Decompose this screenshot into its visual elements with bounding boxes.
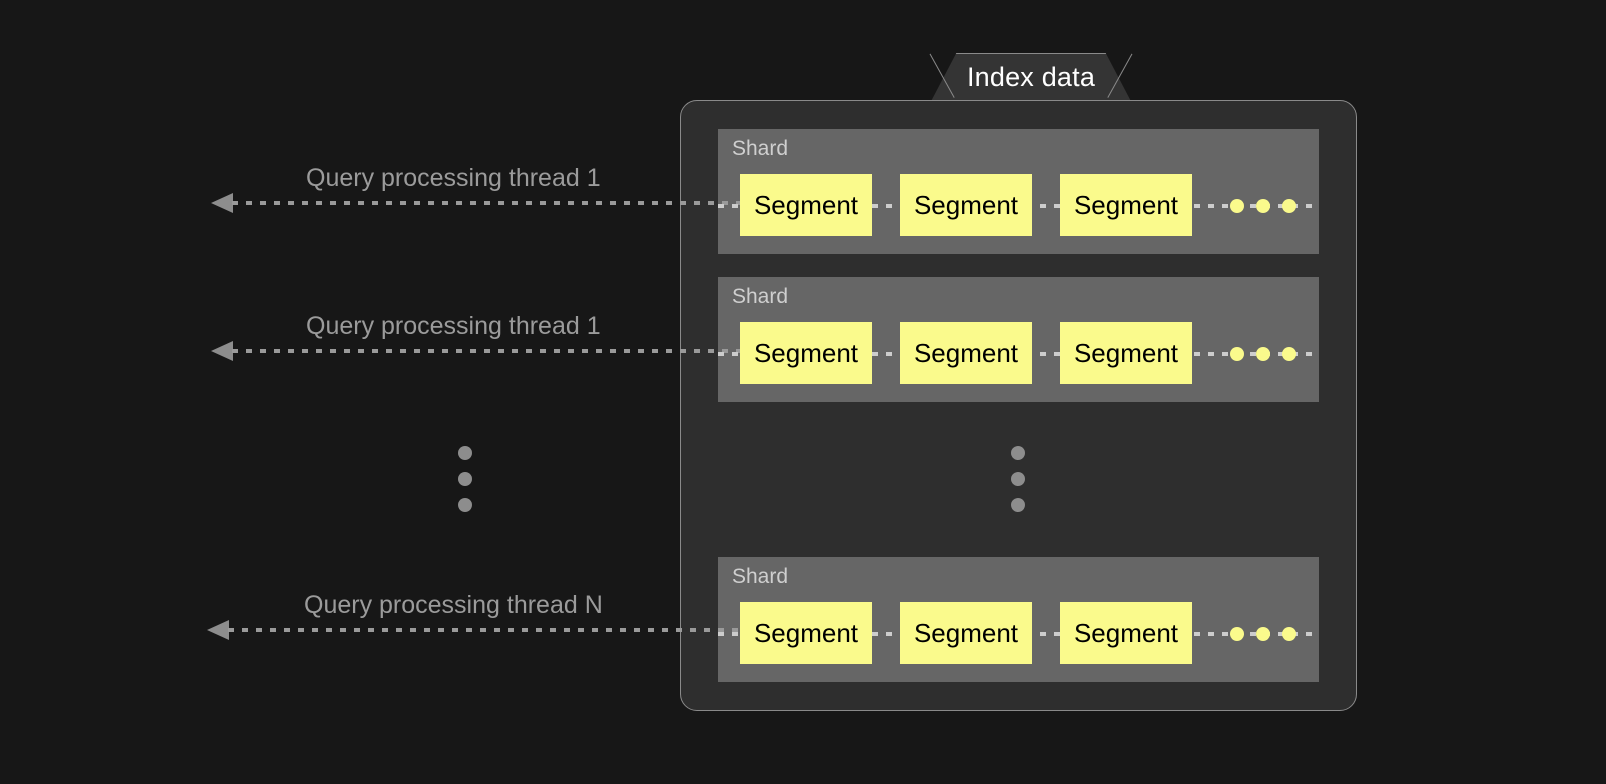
thread-vertical-ellipsis [458,446,472,512]
segment-continuation-dot [1230,627,1244,641]
segment-box: Segment [740,174,872,236]
arrow-dotted-line [232,201,760,205]
thread-arrow-1 [211,193,760,213]
thread-label-3: Query processing thread N [304,591,603,619]
shard-vertical-ellipsis [1011,446,1025,512]
thread-label-2: Query processing thread 1 [306,312,601,340]
segment-box: Segment [740,322,872,384]
shard-segments-row: Segment Segment Segment [718,322,1319,384]
segment-box: Segment [1060,322,1192,384]
ellipsis-dot [1011,498,1025,512]
segment-continuation-dot [1256,199,1270,213]
shard-box-3: Shard Segment Segment Segment [718,557,1319,682]
segment-continuation-dot [1230,199,1244,213]
shard-label: Shard [732,565,789,588]
ellipsis-dot [458,472,472,486]
ellipsis-dot [1011,446,1025,460]
shard-segments-row: Segment Segment Segment [718,602,1319,664]
arrow-head-icon [207,620,229,640]
thread-arrow-2 [211,341,760,361]
segment-continuation-dot [1282,347,1296,361]
ellipsis-dot [458,498,472,512]
shard-box-2: Shard Segment Segment Segment [718,277,1319,402]
tab-shape [930,53,1132,103]
segment-continuation-dot [1282,627,1296,641]
shard-box-1: Shard Segment Segment Segment [718,129,1319,254]
index-data-tab-label: Index data [966,61,1096,92]
thread-arrow-3 [207,620,760,640]
segment-box: Segment [740,602,872,664]
segment-box: Segment [1060,174,1192,236]
segment-box: Segment [900,174,1032,236]
segment-continuation-dot [1256,627,1270,641]
shard-label: Shard [732,137,789,160]
shard-segments-row: Segment Segment Segment [718,174,1319,236]
segment-box: Segment [900,322,1032,384]
shard-label: Shard [732,285,789,308]
arrow-dotted-line [228,628,760,632]
arrow-dotted-line [232,349,760,353]
segment-continuation-dot [1282,199,1296,213]
segment-continuation-dot [1256,347,1270,361]
segment-box: Segment [900,602,1032,664]
index-data-tab: Index data [900,53,1162,103]
segment-continuation-dot [1230,347,1244,361]
arrow-head-icon [211,341,233,361]
arrow-head-icon [211,193,233,213]
segment-box: Segment [1060,602,1192,664]
thread-label-1: Query processing thread 1 [306,164,601,192]
ellipsis-dot [1011,472,1025,486]
ellipsis-dot [458,446,472,460]
